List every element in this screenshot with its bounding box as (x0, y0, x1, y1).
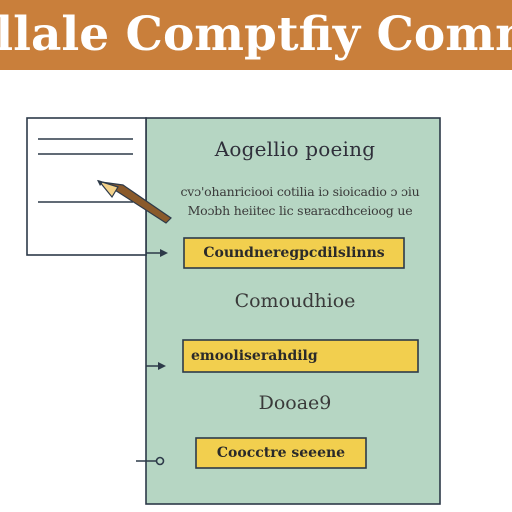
box-3-label: Coocctre seeene (216, 445, 346, 461)
panel-heading: Aogellio poeing (214, 137, 376, 161)
yellow-box-1 (183, 237, 405, 269)
arrow-2-icon (146, 362, 166, 370)
arrow-1-icon (146, 249, 168, 257)
arrow-3-icon (136, 456, 165, 466)
middle-label-2: Dooae9 (258, 392, 332, 414)
middle-label-1: Comoudhioe (234, 290, 356, 312)
pencil-icon (97, 179, 172, 224)
diagram-shapes (26, 117, 441, 505)
document-diagram: Aogellio poeing cvɔ'ohanriciooi cotilia … (0, 70, 512, 512)
yellow-box-3 (195, 437, 367, 469)
banner-title: Collale Comptfiy Comnes (0, 6, 512, 62)
title-banner: Collale Comptfiy Comnes (0, 0, 512, 70)
box-1-label: Coundneregpcdilslinns (203, 245, 385, 261)
panel-description-line-1: cvɔ'ohanriciooi cotilia iɔ sioicadio ɔ ɔ… (180, 184, 420, 199)
yellow-box-2 (182, 339, 419, 373)
box-2-label: emooliserahdilg (191, 348, 318, 364)
panel-description-line-2: Moɔbh heiitec lic sɐaracdhceioog ue (187, 203, 413, 218)
